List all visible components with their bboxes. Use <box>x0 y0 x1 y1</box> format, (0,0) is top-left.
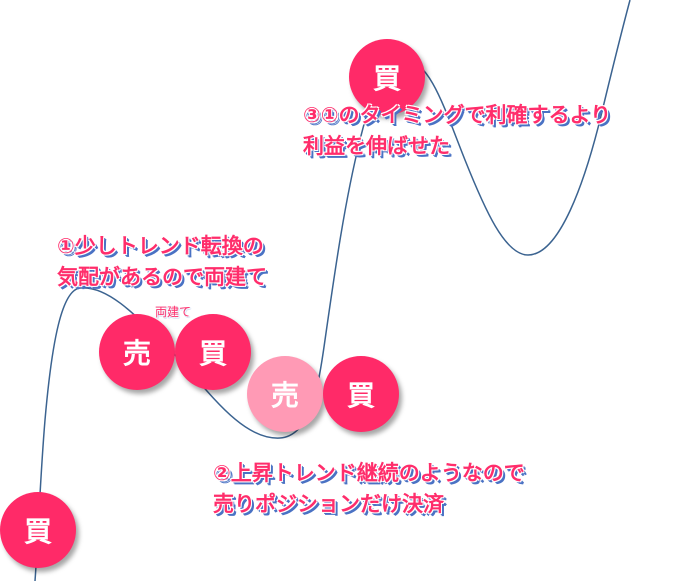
price-line <box>34 0 631 581</box>
sell-marker-hedge: 売 <box>99 314 175 390</box>
note-1: ①少しトレンド転換の 気配があるので両建て <box>57 231 267 293</box>
note-1-line-2: 気配があるので両建て <box>57 265 267 289</box>
hedge-label: 両建て <box>155 305 192 319</box>
note-2-line-2: 売りポジションだけ決済 <box>213 492 444 516</box>
buy-marker-hedge: 買 <box>175 314 251 390</box>
note-3: ③①のタイミングで利確するより 利益を伸ばせた <box>303 100 611 162</box>
note-2-line-1: ②上昇トレンド継続のようなので <box>213 461 525 485</box>
buy-marker-held: 買 <box>323 356 399 432</box>
note-3-line-1: ③①のタイミングで利確するより <box>303 103 612 127</box>
buy-marker-start: 買 <box>0 492 76 568</box>
note-3-line-2: 利益を伸ばせた <box>303 134 450 158</box>
sell-marker-closed: 売 <box>247 356 323 432</box>
note-1-line-1: ①少しトレンド転換の <box>57 234 264 258</box>
buy-marker-top: 買 <box>349 39 425 115</box>
note-2: ②上昇トレンド継続のようなので 売りポジションだけ決済 <box>213 458 525 520</box>
